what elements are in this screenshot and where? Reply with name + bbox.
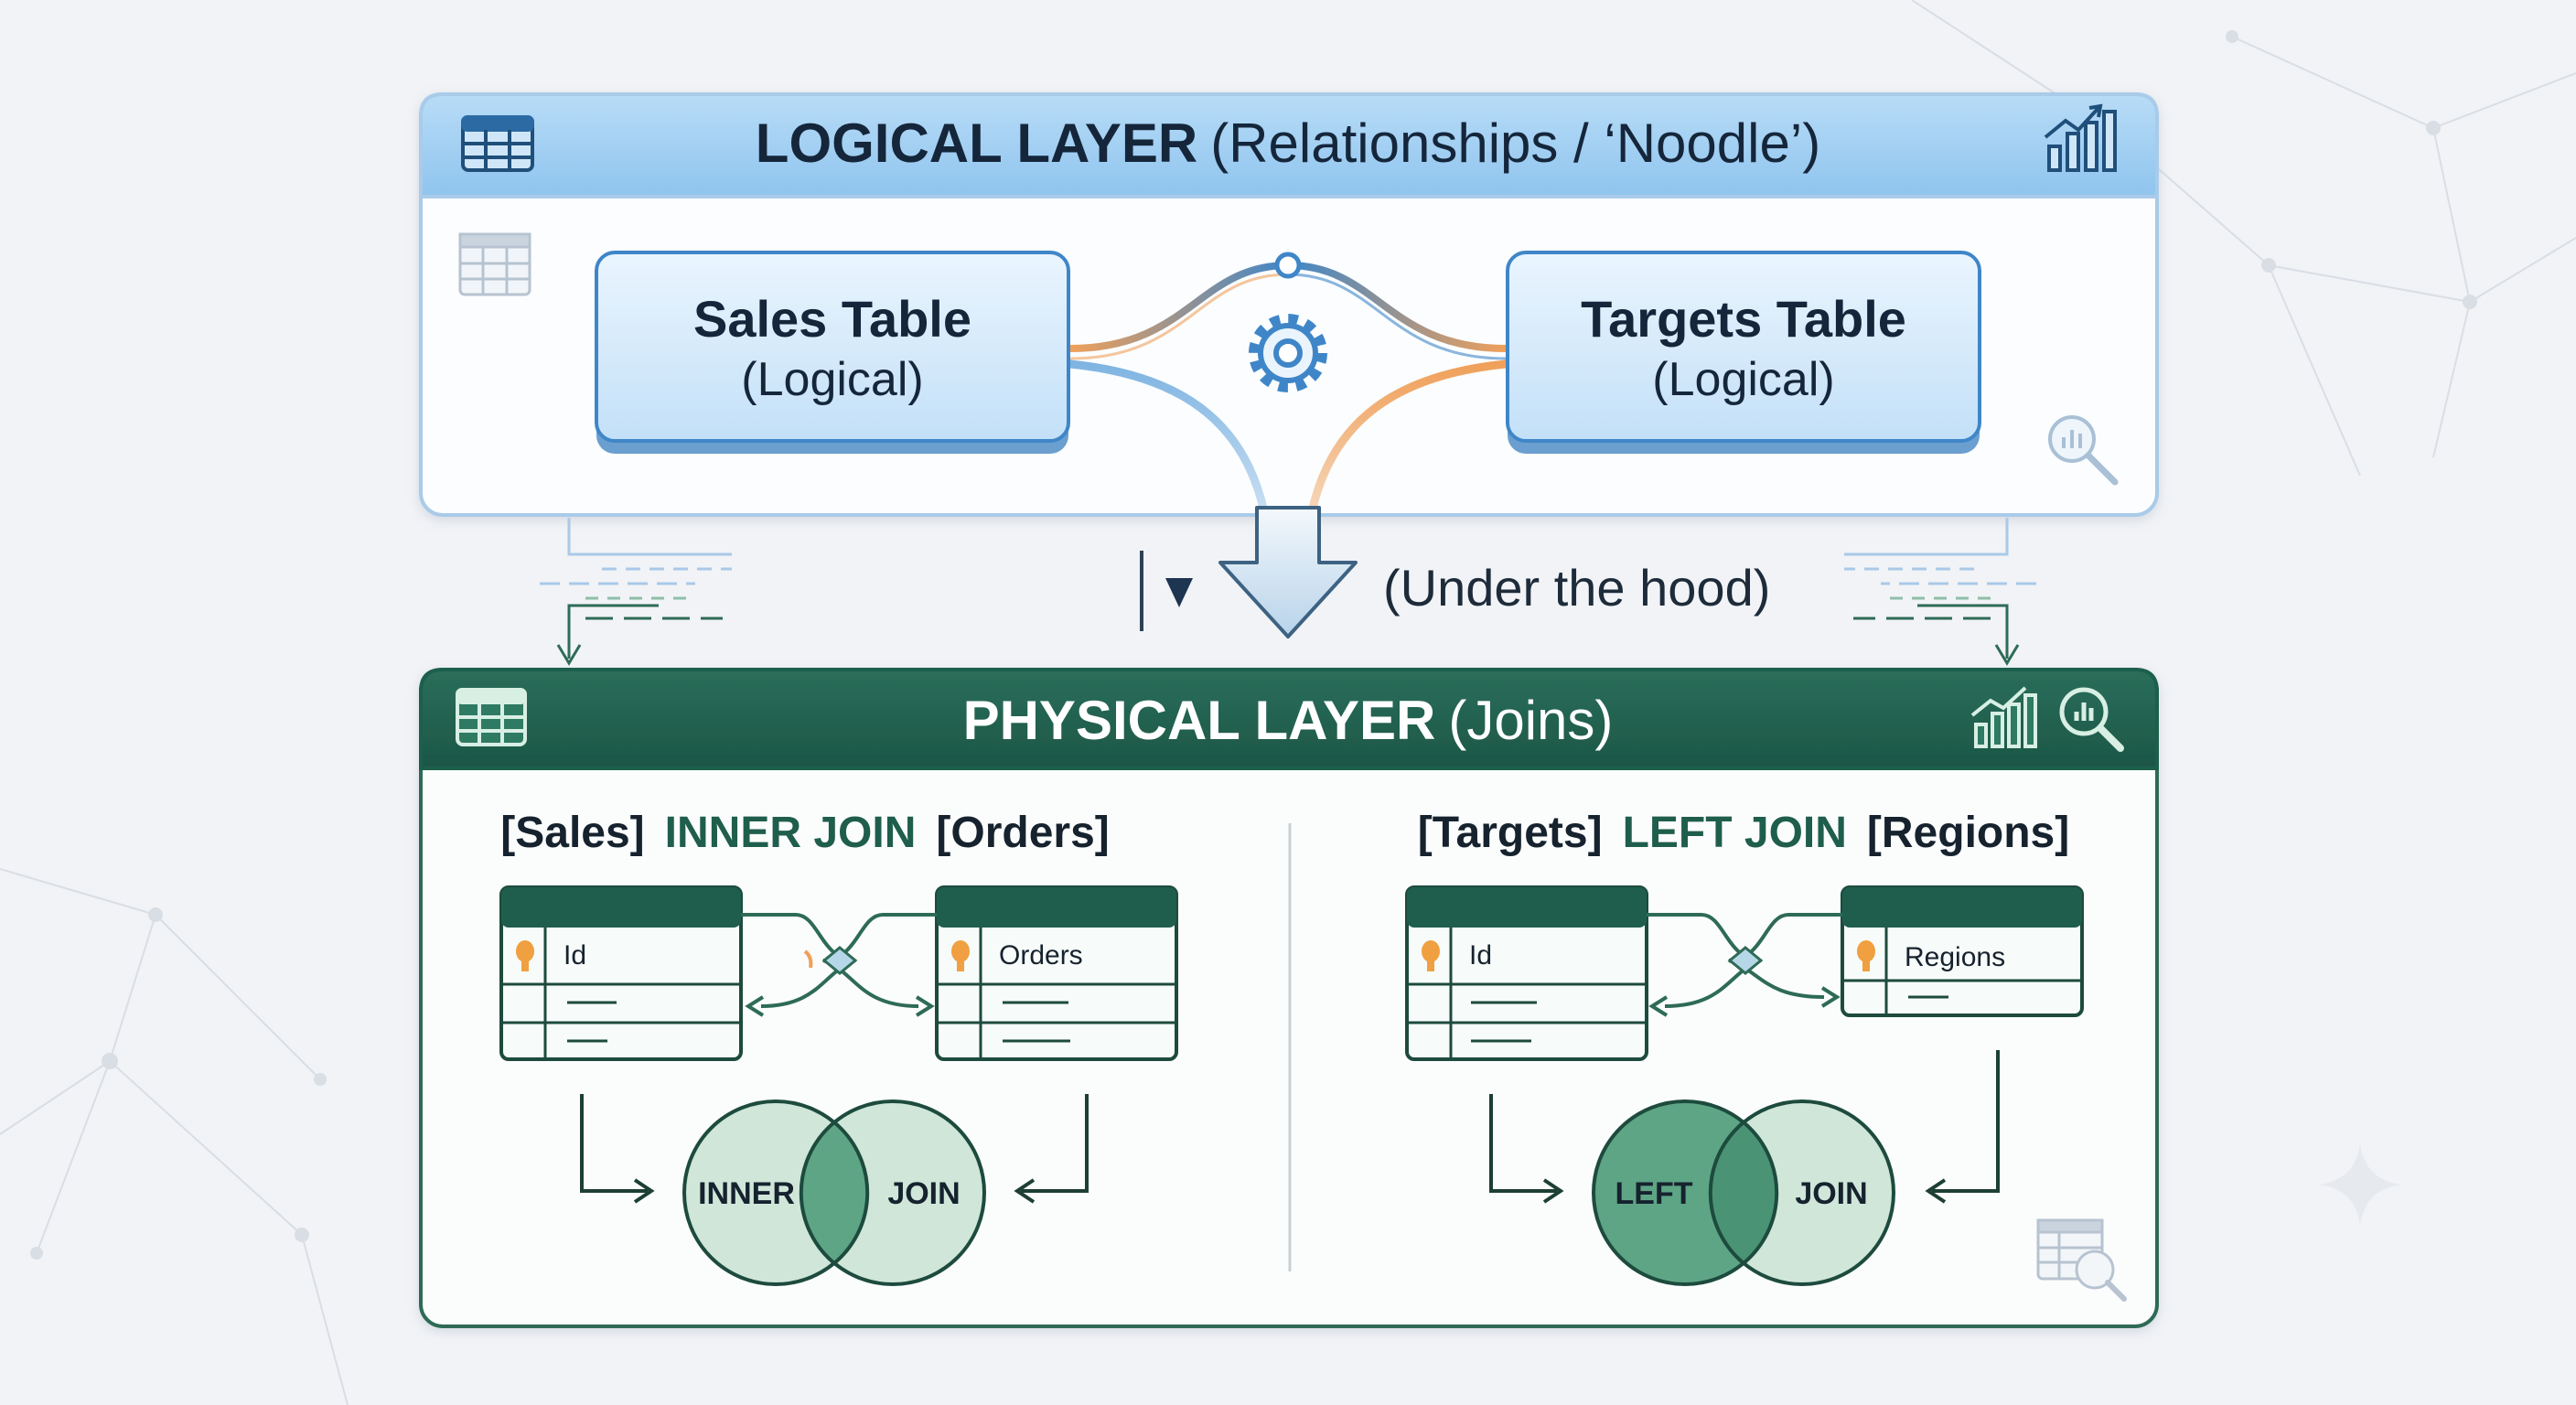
sales-table-sub: (Logical) — [741, 353, 923, 406]
table-search-icon — [2036, 1218, 2127, 1302]
noodle-node — [1274, 252, 1302, 279]
venn-join-label: JOIN — [1795, 1176, 1867, 1211]
left-join-venn: LEFT JOIN — [1592, 1099, 1895, 1286]
sales-logical-table[interactable]: Sales Table (Logical) — [595, 251, 1070, 454]
regions-physical-table[interactable] — [1841, 885, 2084, 1017]
sales-key-field: Id — [564, 940, 586, 971]
orders-key-field: Orders — [999, 940, 1083, 971]
search-chart-icon — [2059, 687, 2124, 752]
table-to-venn-arrows — [1489, 1050, 2000, 1204]
key-icon — [1422, 940, 1440, 971]
targets-logical-table[interactable]: Targets Table (Logical) — [1506, 251, 1981, 454]
under-the-hood-arrow — [1218, 506, 1358, 638]
table-grid-icon — [456, 688, 527, 746]
left-join-title: [Targets]LEFT JOIN[Regions] — [1418, 809, 2069, 857]
physical-layer-title: PHYSICAL LAYER(Joins) — [963, 690, 1614, 751]
under-the-hood-label: (Under the hood) — [1383, 559, 1770, 617]
key-icon — [1857, 940, 1875, 971]
logical-layer-title: LOGICAL LAYER(Relationships / ‘Noodle’) — [756, 113, 1820, 174]
targets-physical-table[interactable] — [1405, 885, 1648, 1061]
inner-join-title: [Sales]INNER JOIN[Orders] — [500, 809, 1110, 857]
side-connectors — [540, 518, 2036, 666]
sales-table-name: Sales Table — [693, 290, 971, 348]
relationship-noodle — [1066, 262, 1510, 517]
key-icon — [951, 940, 970, 971]
gear-icon — [1249, 314, 1327, 392]
table-grid-icon — [461, 115, 534, 172]
bar-chart-icon — [2044, 103, 2117, 172]
sales-physical-table[interactable] — [499, 885, 743, 1061]
key-icon — [516, 940, 534, 971]
bar-chart-icon — [1970, 686, 2037, 748]
left-join-connector — [1647, 913, 1842, 1017]
regions-key-field: Regions — [1905, 942, 2005, 972]
orders-physical-table[interactable] — [935, 885, 1178, 1061]
venn-inner-label: INNER — [698, 1176, 795, 1211]
targets-table-name: Targets Table — [1581, 290, 1906, 348]
search-chart-icon — [2048, 415, 2119, 486]
table-to-venn-arrows — [580, 1094, 1089, 1204]
targets-table-sub: (Logical) — [1652, 353, 1834, 406]
venn-join-label: JOIN — [887, 1176, 960, 1211]
inner-join-connector — [741, 913, 937, 1017]
table-faint-icon — [458, 232, 531, 296]
targets-key-field: Id — [1469, 940, 1492, 971]
triangle-down-icon — [1165, 578, 1193, 607]
venn-left-label: LEFT — [1615, 1176, 1693, 1211]
inner-join-venn: INNER JOIN — [682, 1099, 986, 1286]
